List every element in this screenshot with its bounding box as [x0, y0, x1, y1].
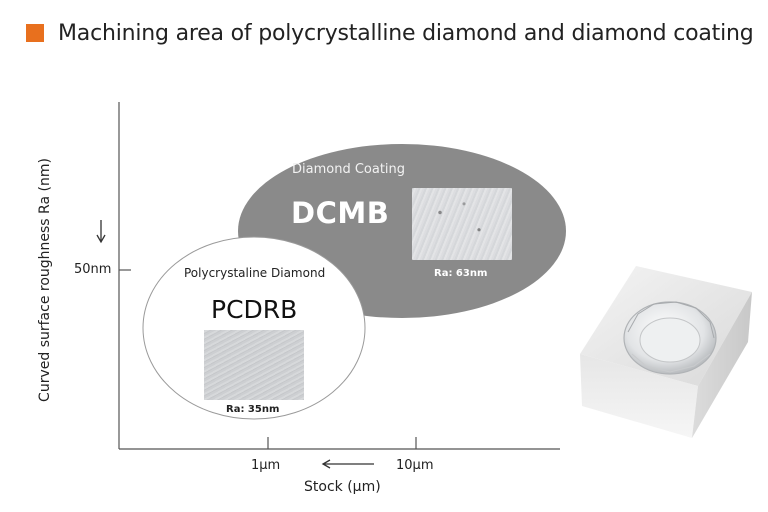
coating-surface-image — [412, 188, 512, 260]
pcd-ra-label: Ra: 35nm — [226, 404, 280, 415]
y-tick-label: 50nm — [74, 262, 112, 277]
pcd-code: PCDRB — [211, 295, 298, 324]
pcd-caption: Polycrystaline Diamond — [184, 266, 326, 280]
coating-code: DCMB — [291, 196, 390, 230]
left-arrow-icon — [321, 459, 374, 469]
x-axis-label: Stock (μm) — [304, 479, 381, 495]
down-arrow-icon — [96, 220, 106, 244]
x-tick-label-1um: 1μm — [251, 458, 281, 473]
x-tick-label-10um: 10μm — [396, 458, 434, 473]
pcd-region — [142, 236, 366, 420]
workpiece-image — [580, 266, 752, 438]
y-axis-label: Curved surface roughness Ra (nm) — [37, 158, 53, 402]
coating-ra-label: Ra: 63nm — [434, 268, 488, 279]
coating-caption: Diamond Coating — [292, 162, 406, 177]
pcd-surface-image — [204, 330, 304, 400]
orange-square-icon — [26, 24, 44, 42]
header: Machining area of polycrystalline diamon… — [26, 20, 754, 46]
page-title: Machining area of polycrystalline diamon… — [58, 20, 754, 46]
